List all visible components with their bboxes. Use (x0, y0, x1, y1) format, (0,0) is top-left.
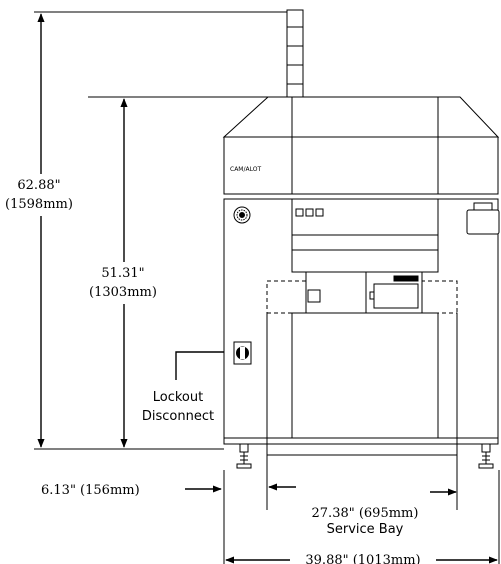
leg-offset-label: 6.13" (156mm) (41, 483, 140, 498)
service-bay-dimension: 27.38" (695mm) (312, 506, 419, 521)
lockout-callout: Lockout Disconnect (142, 390, 214, 424)
overall-width-dimension: 39.88" (1013mm) (305, 553, 420, 564)
leveling-foot-right (478, 443, 494, 469)
exhaust-hood (222, 96, 500, 200)
control-module (305, 271, 423, 314)
exhaust-stack (286, 9, 304, 101)
lockout-leader-line (175, 348, 233, 380)
lower-door (291, 312, 439, 439)
overall-height-metric: (1598mm) (5, 197, 73, 212)
brand-label: CAM/ALOT (230, 166, 261, 173)
lockout-disconnect-switch (233, 341, 252, 365)
indicator-button-3 (315, 208, 324, 217)
indicator-button-2 (305, 208, 314, 217)
overall-height-imperial: 62.88" (17, 178, 60, 193)
dimension-labels: 62.88" (1598mm) 51.31" (1303mm) 6.13" (1… (0, 174, 421, 564)
lockout-label-line1: Lockout (153, 390, 203, 405)
extension-lines (34, 11, 500, 564)
side-handle (466, 202, 500, 235)
control-panel (291, 198, 439, 236)
machine (222, 9, 500, 469)
lockout-label-line2: Disconnect (142, 409, 214, 424)
body-height-metric: (1303mm) (89, 285, 157, 300)
service-bay-label: Service Bay (327, 522, 404, 537)
indicator-button-1 (295, 208, 304, 217)
leveling-foot-left (236, 443, 252, 469)
body-height-imperial: 51.31" (101, 266, 144, 281)
